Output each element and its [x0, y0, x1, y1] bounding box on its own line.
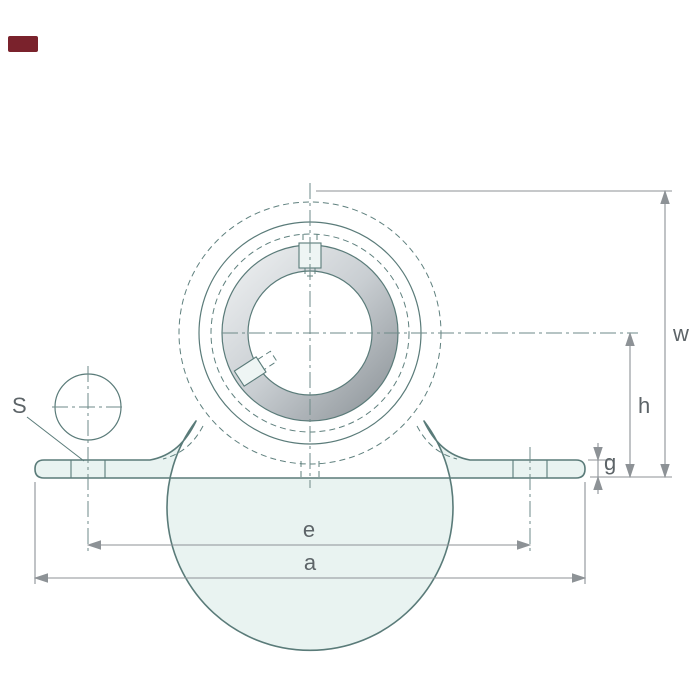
h-label: h — [638, 393, 650, 418]
s-label: S — [12, 393, 27, 418]
set-screw-body — [299, 243, 321, 268]
callout-s: S — [12, 393, 85, 462]
grease-fitting-body — [234, 356, 266, 387]
pillow-block-housing — [34, 201, 586, 652]
brand-logo — [8, 36, 38, 52]
dimension-h: h — [625, 331, 650, 479]
dimension-g: g — [588, 443, 616, 494]
g-label: g — [604, 450, 616, 475]
grease-fitting-hidden-hole — [257, 350, 278, 371]
grease-fitting — [233, 350, 278, 387]
housing-outline — [34, 420, 586, 652]
e-label: e — [303, 517, 315, 542]
s-leader-line — [26, 416, 85, 462]
w-label: w — [672, 321, 689, 346]
dimension-a: a — [33, 482, 587, 584]
dimension-e: e — [86, 517, 532, 550]
grease-fitting-threads — [233, 356, 267, 387]
flange-slots — [70, 460, 548, 478]
centerlines — [52, 183, 638, 551]
a-label: a — [304, 550, 317, 575]
flange-hidden-curve-left — [162, 425, 204, 460]
flange-hidden-curve-right — [416, 425, 458, 460]
